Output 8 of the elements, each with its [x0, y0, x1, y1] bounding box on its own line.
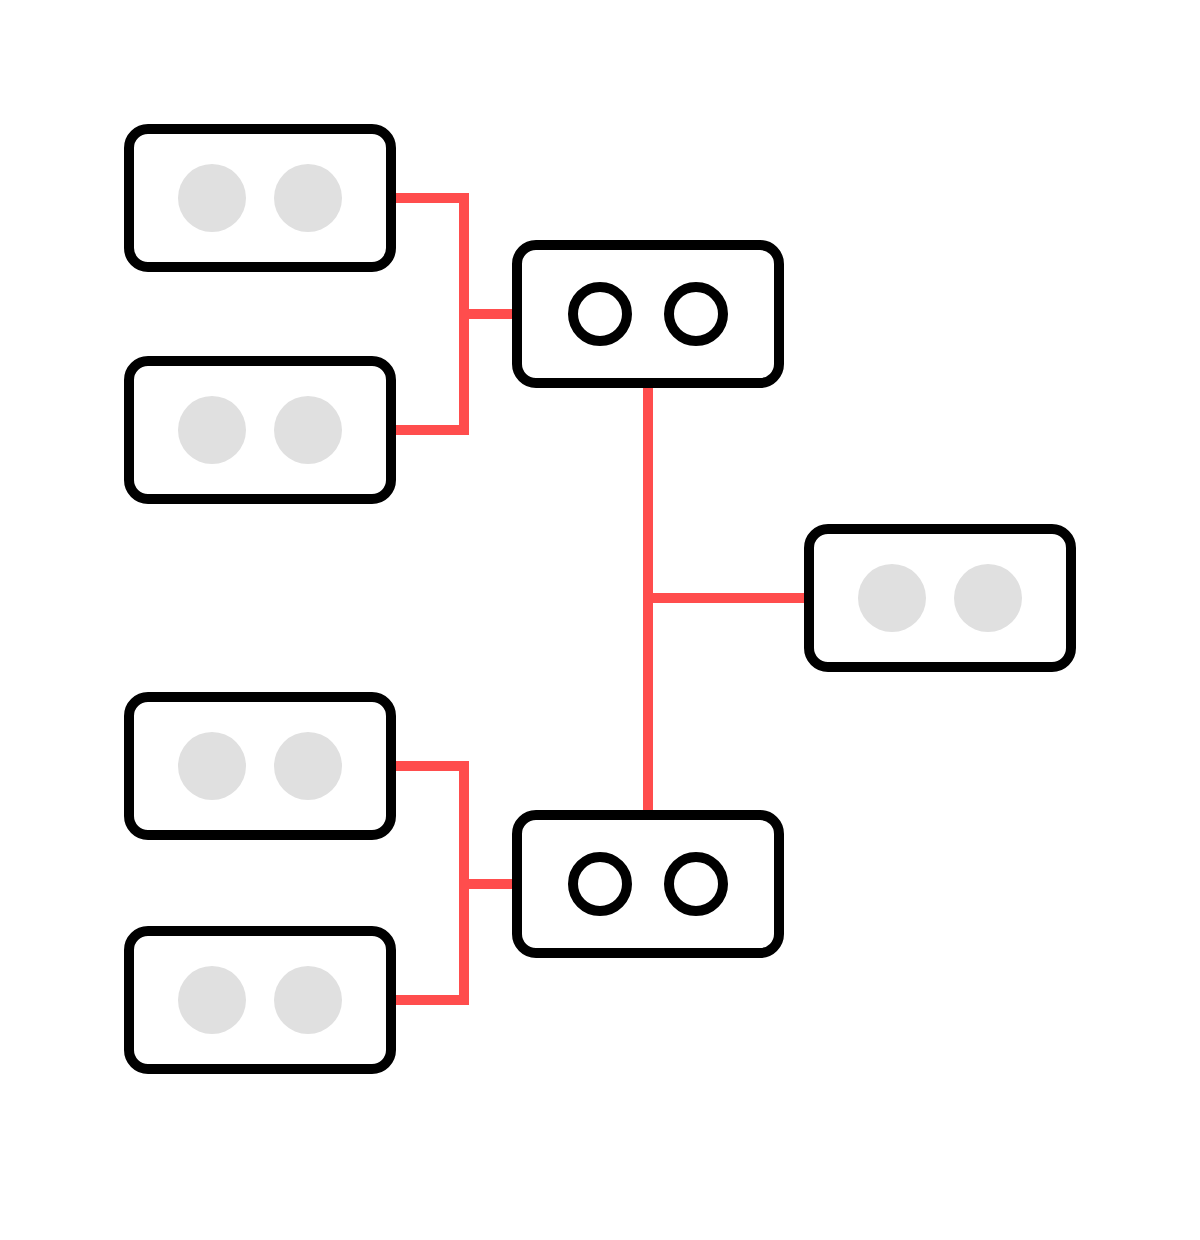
- connector-line: [643, 383, 809, 815]
- rounded-box: [124, 356, 396, 504]
- rounded-box: [124, 692, 396, 840]
- rounded-box: [804, 524, 1076, 672]
- rounded-box: [512, 810, 784, 958]
- rounded-box: [124, 124, 396, 272]
- rounded-box: [512, 240, 784, 388]
- rounded-box: [124, 926, 396, 1074]
